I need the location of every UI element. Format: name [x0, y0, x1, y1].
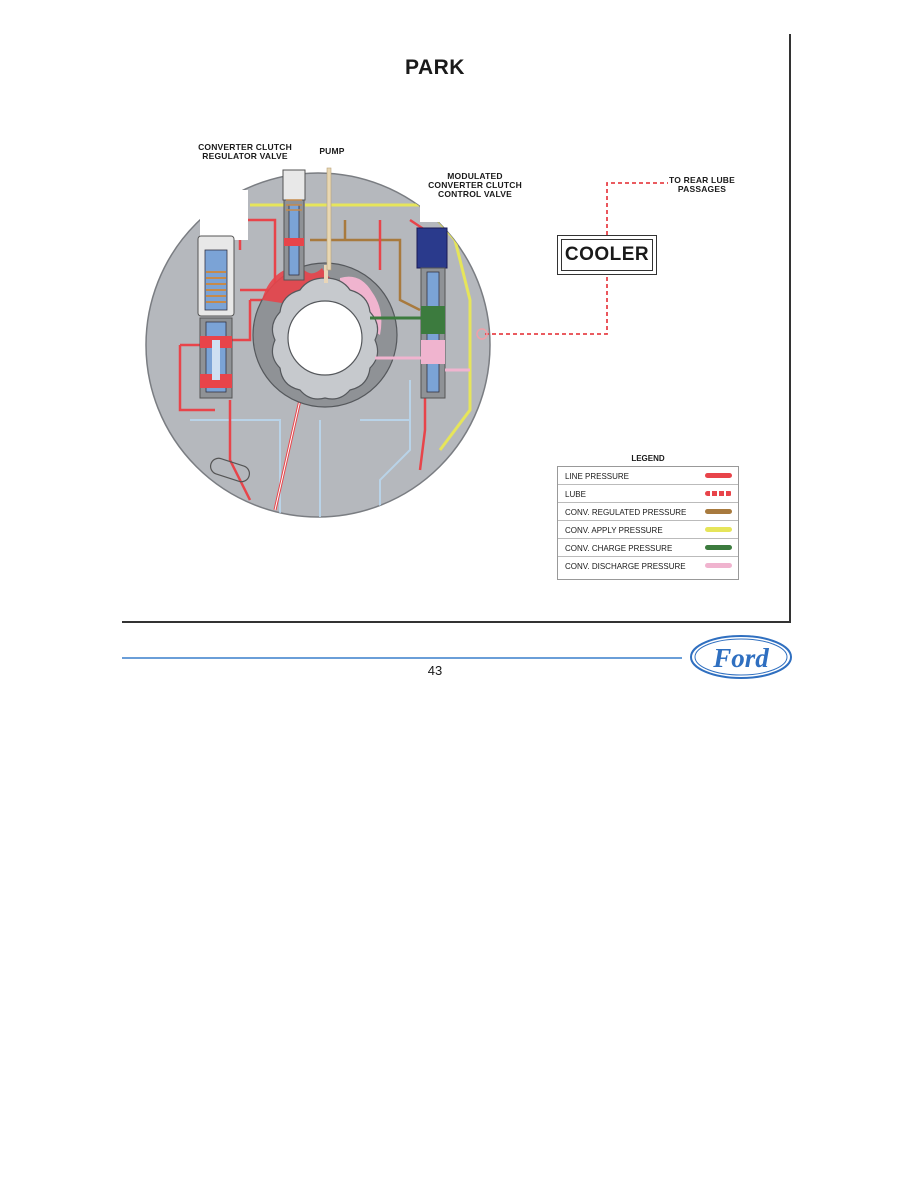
pump-regulator-valve	[282, 169, 306, 281]
label-modulated-converter-clutch-control-valve: MODULATED CONVERTER CLUTCH CONTROL VALVE	[428, 171, 522, 199]
cooler-label: COOLER	[561, 239, 653, 271]
label-to-rear-lube-passages: TO REAR LUBE PASSAGES	[669, 175, 735, 194]
legend-swatch	[705, 563, 732, 568]
legend-item-conv-regulated-pressure: CONV. REGULATED PRESSURE	[558, 503, 738, 521]
label-pump: PUMP	[319, 146, 345, 156]
label-converter-clutch-regulator-valve: CONVERTER CLUTCH REGULATOR VALVE	[198, 142, 292, 161]
legend-item-conv-discharge-pressure: CONV. DISCHARGE PRESSURE	[558, 557, 738, 575]
legend-item-lube: LUBE	[558, 485, 738, 503]
legend-item-line-pressure: LINE PRESSURE	[558, 467, 738, 485]
converter-clutch-regulator-valve	[197, 235, 235, 399]
page-frame-right	[789, 34, 791, 622]
legend-swatch	[705, 509, 732, 514]
hydraulic-diagram	[145, 167, 668, 518]
conv-apply-pressure-lines	[250, 203, 472, 451]
legend: LINE PRESSURE LUBE CONV. REGULATED PRESS…	[557, 466, 739, 580]
legend-title: LEGEND	[631, 454, 665, 463]
page-title: PARK	[405, 56, 465, 79]
page-frame-bottom	[122, 621, 791, 623]
legend-swatch	[705, 473, 732, 478]
lube-lines	[485, 182, 668, 335]
page-number: 43	[427, 663, 443, 678]
modulated-converter-clutch-control-valve	[416, 227, 448, 399]
cooler-box: COOLER	[557, 235, 657, 275]
conv-discharge-pressure-lines	[375, 356, 470, 372]
legend-item-conv-charge-pressure: CONV. CHARGE PRESSURE	[558, 539, 738, 557]
footer-rule	[122, 657, 682, 659]
legend-swatch	[705, 545, 732, 550]
pump-gear	[252, 262, 398, 408]
legend-item-conv-apply-pressure: CONV. APPLY PRESSURE	[558, 521, 738, 539]
legend-swatch	[705, 527, 732, 532]
conv-regulated-pressure-lines	[310, 220, 421, 312]
legend-swatch	[705, 491, 732, 496]
